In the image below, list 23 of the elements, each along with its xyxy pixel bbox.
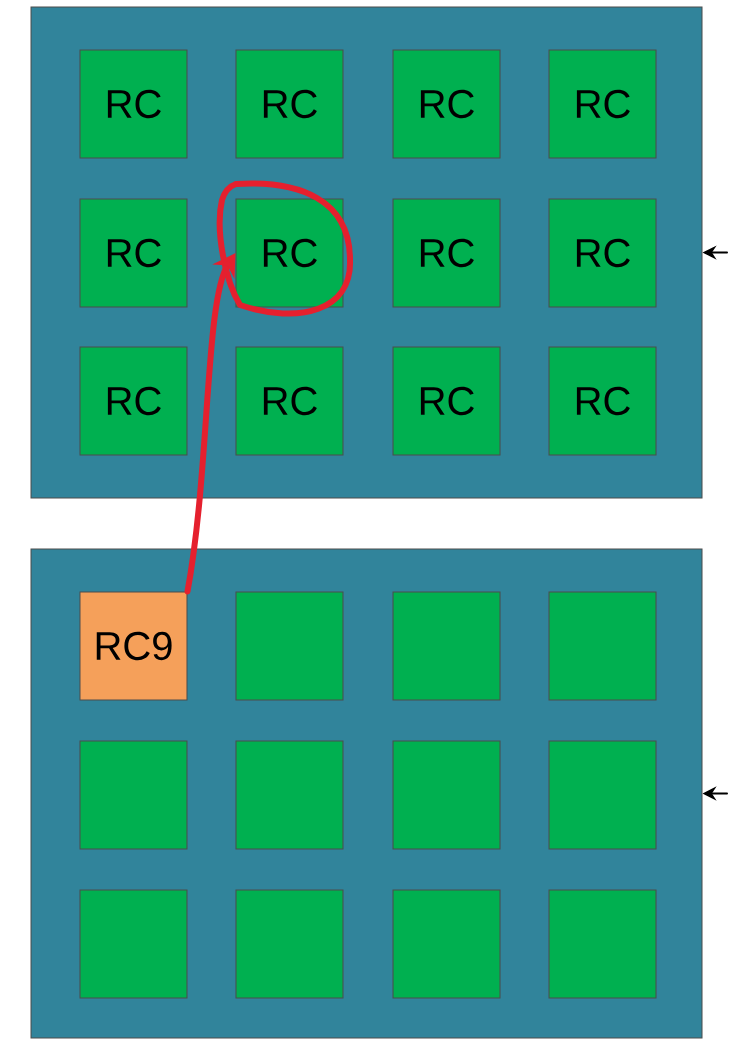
cell-box (392, 889, 501, 999)
cell-box: RC (235, 49, 344, 159)
cell-box: RC (392, 198, 501, 308)
cell-box (235, 740, 344, 850)
cell-box (392, 591, 501, 701)
cell-box: RC (548, 49, 657, 159)
cell-box: RC (392, 346, 501, 456)
cell-box: RC9 (79, 591, 188, 701)
cell-box: RC (548, 198, 657, 308)
cell-box: RC (79, 198, 188, 308)
cell-box (548, 740, 657, 850)
cell-box: RC (235, 346, 344, 456)
cell-box (392, 740, 501, 850)
cell-box: RC (79, 346, 188, 456)
cell-box (548, 889, 657, 999)
cell-box: RC (79, 49, 188, 159)
cell-box: RC (392, 49, 501, 159)
cell-box (79, 740, 188, 850)
cell-box: RC (548, 346, 657, 456)
cell-box (235, 591, 344, 701)
cell-box (79, 889, 188, 999)
cell-box (548, 591, 657, 701)
cell-box (235, 889, 344, 999)
